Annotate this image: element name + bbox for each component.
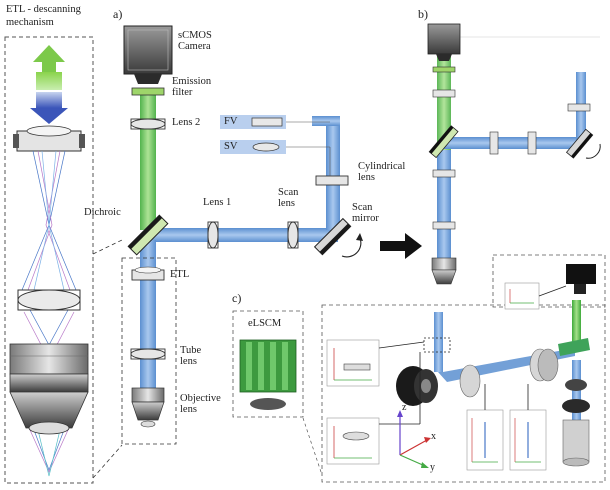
c-lens-rings: [459, 348, 559, 398]
mini-plot-1: [326, 339, 380, 387]
etl-element: [13, 125, 85, 152]
fv-box: [220, 115, 330, 129]
sample-beam: [140, 240, 156, 420]
panel-label-c: c): [232, 291, 242, 305]
mini-plot-2: [326, 417, 380, 465]
label-tube-lens: Tube lens: [180, 345, 202, 368]
cylindrical-lens: [315, 175, 349, 186]
label-etl: ETL: [170, 269, 190, 280]
lens-1: [207, 221, 219, 249]
scan-mirror-rotation-arrow: [341, 237, 362, 258]
c-camera: [566, 264, 596, 294]
c-black-drum: [396, 366, 438, 406]
tube-lens: [130, 348, 166, 360]
lens-2: [130, 118, 166, 130]
axis-z-label: z: [402, 402, 407, 413]
inset-dashed-frame: [4, 36, 94, 484]
c-dichroic: [558, 338, 590, 356]
label-elscm: eLSCM: [248, 318, 282, 329]
inset-title-2: mechanism: [6, 17, 54, 28]
excitation-beam-h: [148, 228, 338, 242]
green-up-arrow: [33, 45, 65, 90]
arrow-to-b: [380, 233, 422, 259]
label-scan-mirror: Scan mirror: [352, 202, 379, 225]
label-emission-filter: Emission filter: [172, 76, 212, 99]
label-sv: SV: [224, 141, 238, 152]
inset-rays: [21, 150, 77, 477]
axis-x-label: x: [431, 431, 436, 442]
objective: [131, 387, 165, 428]
mini-plot-4: [466, 409, 504, 471]
label-dichroic: Dichroic: [84, 207, 121, 218]
dichroic: [127, 214, 169, 256]
c-objective: [562, 379, 590, 467]
etl: [131, 266, 165, 281]
panel-a: [121, 25, 422, 445]
emission-filter: [131, 87, 165, 96]
excitation-beam-top: [312, 116, 340, 126]
mini-plot-5: [509, 409, 547, 471]
label-cylindrical-lens: Cylindrical lens: [358, 161, 406, 184]
camera: [123, 25, 173, 84]
etl-inset: [4, 36, 123, 484]
c-camera-dashed-frame: [492, 254, 606, 308]
camera-b: [427, 23, 461, 61]
etl-dashed-box: [121, 257, 177, 445]
inset-title-1: ETL - descanning: [6, 4, 81, 15]
blue-down-arrow: [30, 92, 68, 124]
objective-b: [431, 257, 457, 285]
panel-label-a: a): [113, 7, 123, 21]
sv-box: [220, 140, 331, 176]
label-fv: FV: [224, 116, 238, 127]
axis-y-label: y: [430, 462, 435, 473]
scan-mirror: [313, 217, 352, 256]
label-objective-lens: Objective lens: [180, 393, 221, 416]
inset-tube-lens: [17, 289, 81, 311]
panel-c: [232, 254, 606, 483]
panel-label-b: b): [418, 7, 428, 21]
panel-b: [427, 23, 601, 285]
c-connectors: [378, 285, 567, 425]
mini-plot-3: [504, 282, 540, 310]
inset-link-line-2: [92, 444, 123, 479]
emission-beam: [140, 88, 156, 230]
label-camera: sCMOS Camera: [178, 30, 212, 53]
c-dashed-frame: [321, 304, 606, 483]
label-lens-1: Lens 1: [203, 197, 232, 208]
elscm-box: [232, 310, 304, 418]
label-lens-2: Lens 2: [172, 117, 201, 128]
scan-lens: [287, 221, 299, 249]
label-scan-lens: Scan lens: [278, 187, 299, 210]
inset-objective: [9, 343, 89, 435]
inset-link-line: [92, 239, 123, 255]
excitation-beam-v: [326, 116, 340, 230]
xyz-axes: [397, 410, 431, 468]
